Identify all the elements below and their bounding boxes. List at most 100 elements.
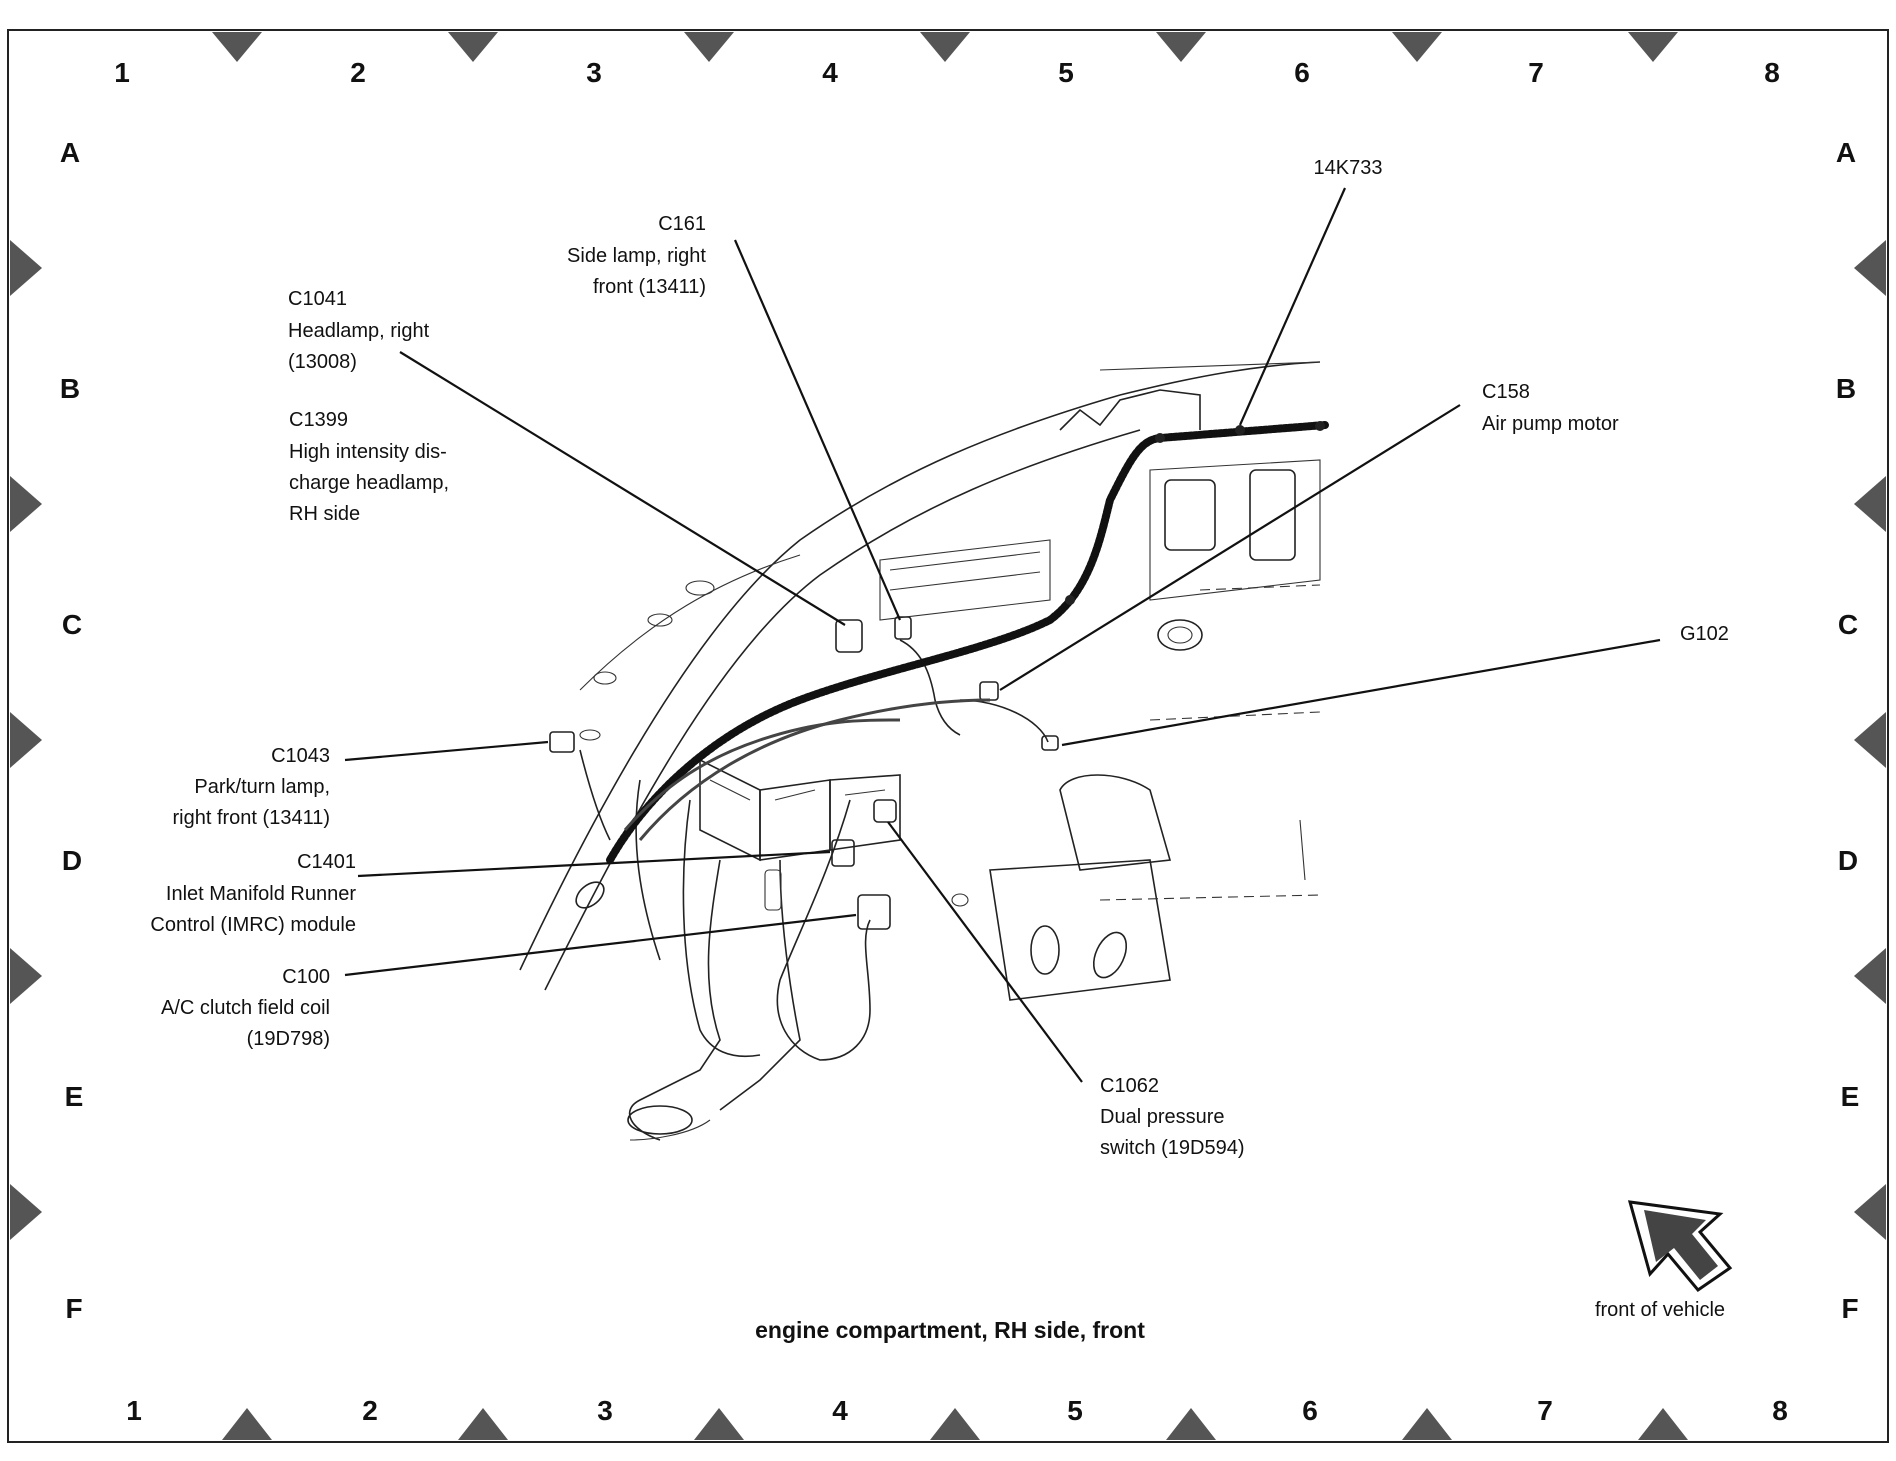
grid-col-bottom-4: 4 xyxy=(832,1395,848,1426)
callout-c1062: C1062 Dual pressure switch (19D594) xyxy=(1100,1075,1245,1159)
park-turn-connector-c1043 xyxy=(549,731,575,753)
ref-line-vertical xyxy=(1299,819,1306,881)
callout-c1041-line-1: Headlamp, right xyxy=(288,320,430,342)
grid-col-top-2: 2 xyxy=(350,57,366,88)
front-of-vehicle-label: front of vehicle xyxy=(1595,1299,1725,1321)
callout-c1399-line-2: charge headlamp, xyxy=(289,472,449,494)
fender-panel-line xyxy=(579,554,801,691)
fender-hole-4 xyxy=(579,729,601,741)
grid-row-right-b: B xyxy=(1836,373,1856,404)
grid-row-right-e: E xyxy=(1841,1081,1860,1112)
engine-compartment-illustration xyxy=(519,361,1329,1141)
grid-row-left-a: A xyxy=(60,137,80,168)
inner-fender-rib-1 xyxy=(889,551,1041,571)
strut-tower xyxy=(1059,389,1201,431)
grid-marker-right-1 xyxy=(1854,240,1886,296)
grid-marker-bottom-6 xyxy=(1402,1408,1452,1440)
grid-marker-top-5 xyxy=(1156,32,1206,62)
diagram-frame xyxy=(7,29,1889,1443)
grid-col-top-3: 3 xyxy=(586,57,602,88)
air-pump-connector-c158 xyxy=(979,681,999,701)
headlamp-connector-c1041 xyxy=(835,619,863,653)
grid-marker-top-7 xyxy=(1628,32,1678,62)
callout-g102: G102 xyxy=(1680,623,1729,645)
grid-marker-left-2 xyxy=(10,476,42,532)
grid-row-left-c: C xyxy=(62,609,82,640)
grid-marker-bottom-7 xyxy=(1638,1408,1688,1440)
grid-marker-top-6 xyxy=(1392,32,1442,62)
callout-c161-line-2: front (13411) xyxy=(593,276,706,298)
frame-rail-left xyxy=(628,859,721,1141)
leader-c1401 xyxy=(357,850,831,878)
grid-row-left-e: E xyxy=(65,1081,84,1112)
callout-c1399-line-3: RH side xyxy=(289,503,360,525)
grid-row-labels-left: A B C D E F xyxy=(60,137,83,1324)
grid-row-left-d: D xyxy=(62,845,82,876)
park-turn-lamp-socket xyxy=(575,881,605,909)
grid-row-right-f: F xyxy=(1841,1293,1858,1324)
grid-row-left-f: F xyxy=(65,1293,82,1324)
frame-rail-edge xyxy=(629,1119,711,1141)
grid-row-right-d: D xyxy=(1838,845,1858,876)
callout-c1043-id: C1043 xyxy=(271,745,330,767)
grid-row-right-c: C xyxy=(1838,609,1858,640)
callout-c161-id: C161 xyxy=(658,213,706,235)
ground-g102 xyxy=(1041,735,1059,751)
harness-branch-mid xyxy=(623,718,901,831)
grid-col-top-6: 6 xyxy=(1294,57,1310,88)
callout-c158: C158 Air pump motor xyxy=(1482,381,1619,435)
grid-marker-right-2 xyxy=(1854,476,1886,532)
grid-marker-left-3 xyxy=(10,712,42,768)
support-rib-2 xyxy=(774,789,816,801)
support-rib-1 xyxy=(709,779,751,801)
radiator-support-left xyxy=(699,758,761,862)
frame-bracket xyxy=(1059,774,1172,871)
ref-dash-1 xyxy=(1199,584,1321,591)
ac-clutch-wire xyxy=(776,799,871,1061)
leader-c100 xyxy=(344,913,857,977)
callout-14k733: 14K733 xyxy=(1314,157,1383,179)
grid-col-bottom-2: 2 xyxy=(362,1395,378,1426)
callout-c1399-id: C1399 xyxy=(289,409,348,431)
grid-col-bottom-1: 1 xyxy=(126,1395,142,1426)
callout-c1041-id: C1041 xyxy=(288,288,347,310)
imrc-connector-c1401 xyxy=(831,839,855,867)
fender-edge-outer xyxy=(519,394,1121,971)
grid-marker-top-3 xyxy=(684,32,734,62)
callout-c1399-line-1: High intensity dis- xyxy=(289,441,447,463)
callout-c158-line-1: Air pump motor xyxy=(1482,413,1619,435)
grid-marker-bottom-1 xyxy=(222,1408,272,1440)
leader-c158 xyxy=(999,404,1461,691)
callout-c1399: C1399 High intensity dis- charge headlam… xyxy=(289,409,449,525)
grid-column-labels-bottom: 1 2 3 4 5 6 7 8 xyxy=(126,1395,1788,1426)
callout-c1062-id: C1062 xyxy=(1100,1075,1159,1097)
main-engine-harness-14k733 xyxy=(606,421,1329,864)
radiator-support-right xyxy=(829,774,901,851)
grid-col-top-7: 7 xyxy=(1528,57,1544,88)
grid-marker-top-2 xyxy=(448,32,498,62)
callout-c1401-line-2: Control (IMRC) module xyxy=(150,914,356,936)
fender-hole-2 xyxy=(647,613,673,627)
grid-col-top-8: 8 xyxy=(1764,57,1780,88)
grid-marker-left-4 xyxy=(10,948,42,1004)
grid-marker-top-4 xyxy=(920,32,970,62)
leader-c1043 xyxy=(344,740,549,762)
grid-marker-bottom-4 xyxy=(930,1408,980,1440)
callout-c1041-line-2: (13008) xyxy=(288,351,357,373)
strut-mount-hole-inner xyxy=(1167,626,1193,644)
fender-edge-inner xyxy=(544,429,1141,991)
callout-leader-lines xyxy=(344,187,1661,1083)
frame-rail-slot xyxy=(764,869,782,911)
grid-row-right-a: A xyxy=(1836,137,1856,168)
grid-col-bottom-5: 5 xyxy=(1067,1395,1083,1426)
callout-c100: C100 A/C clutch field coil (19D798) xyxy=(161,966,330,1050)
grid-marker-bottom-2 xyxy=(458,1408,508,1440)
grid-row-labels-right: A B C D E F xyxy=(1836,137,1859,1324)
fender-hole-3 xyxy=(593,671,617,685)
grid-marker-top-1 xyxy=(212,32,262,62)
strut-bracket-right xyxy=(1249,469,1296,561)
front-arrow-icon xyxy=(1627,1200,1733,1293)
callout-c1043-line-1: Park/turn lamp, xyxy=(194,776,330,798)
frame-rail-end-hole xyxy=(627,1105,693,1135)
